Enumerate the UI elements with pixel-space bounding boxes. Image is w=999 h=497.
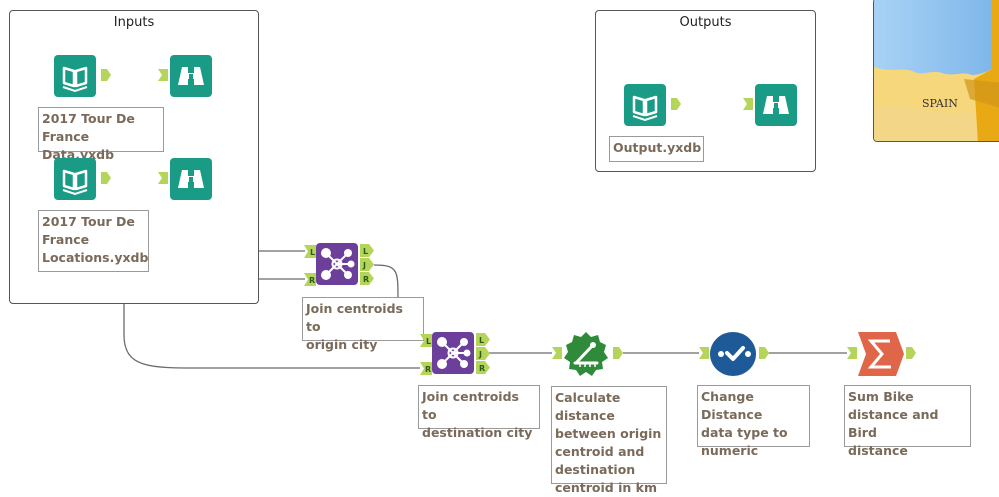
outputs-container-title: Outputs — [679, 15, 732, 30]
summarize-tool[interactable] — [858, 332, 904, 376]
input-anchor[interactable] — [158, 172, 168, 184]
join-tool-2[interactable] — [432, 332, 474, 374]
join-tool-1[interactable] — [316, 243, 358, 285]
output-anchor[interactable] — [759, 347, 769, 359]
input2-annotation[interactable]: 2017 Tour De France Locations.yxdb — [38, 210, 149, 272]
join2-annotation[interactable]: Join centroids to destination city — [418, 385, 540, 440]
input1-annotation[interactable]: 2017 Tour De France Data.yxdb — [38, 107, 164, 162]
input-anchor[interactable] — [847, 347, 857, 359]
join-right-input-anchor[interactable]: R — [304, 273, 316, 286]
svg-text:R: R — [309, 276, 315, 285]
inputs-container-title: Inputs — [113, 15, 155, 30]
browse-tool-2[interactable] — [170, 158, 212, 200]
output-anchor[interactable] — [101, 69, 111, 81]
map-thumbnail[interactable]: SPAIN — [873, 0, 999, 142]
join-left-output-anchor[interactable]: L — [476, 333, 490, 346]
select-annotation[interactable]: Change Distance data type to numeric — [697, 385, 810, 458]
distance-annotation[interactable]: Calculate distance between origin centro… — [551, 386, 667, 495]
binoculars-icon — [178, 170, 204, 188]
join-right-input-anchor[interactable]: R — [420, 362, 432, 375]
svg-text:L: L — [363, 247, 368, 256]
join-left-input-anchor[interactable]: L — [420, 334, 432, 347]
join-join-output-anchor[interactable]: J — [476, 347, 490, 360]
join-left-output-anchor[interactable]: L — [360, 244, 374, 257]
join-icon — [437, 337, 471, 369]
book-icon — [62, 66, 88, 93]
output-anchor[interactable] — [101, 172, 111, 184]
input-anchor[interactable] — [552, 347, 562, 359]
svg-text:L: L — [426, 337, 431, 346]
output-annotation[interactable]: Output.yxdb — [609, 136, 704, 162]
output-anchor[interactable] — [613, 347, 623, 359]
join-right-output-anchor[interactable]: R — [476, 361, 490, 374]
binoculars-icon — [178, 67, 204, 85]
svg-text:R: R — [425, 365, 431, 374]
map-label-spain: SPAIN — [922, 97, 958, 110]
output-anchor[interactable] — [671, 98, 681, 110]
select-tool[interactable] — [710, 332, 756, 376]
output-data-tool[interactable] — [624, 84, 666, 126]
input-anchor[interactable] — [158, 69, 168, 81]
browse-tool-1[interactable] — [170, 55, 212, 97]
join-icon — [321, 248, 355, 280]
map-image — [874, 0, 999, 141]
svg-text:L: L — [310, 248, 315, 257]
input-data-tool-1[interactable] — [54, 55, 96, 97]
select-check-icon — [718, 346, 751, 361]
join-join-output-anchor[interactable]: J — [360, 258, 374, 271]
input-data-tool-2[interactable] — [54, 158, 96, 200]
browse-tool-output[interactable] — [755, 84, 797, 126]
input-anchor[interactable] — [743, 98, 753, 110]
join-left-input-anchor[interactable]: L — [304, 245, 316, 258]
binoculars-icon — [763, 96, 789, 114]
join1-annotation[interactable]: Join centroids to origin city — [302, 297, 424, 352]
output-anchor[interactable] — [906, 347, 916, 359]
summarize-annotation[interactable]: Sum Bike distance and Bird distance — [844, 385, 971, 458]
ruler-distance-icon — [564, 332, 608, 376]
sigma-icon — [858, 332, 904, 376]
input-anchor[interactable] — [699, 347, 709, 359]
book-icon — [62, 169, 88, 196]
svg-text:J: J — [362, 261, 366, 270]
join-right-output-anchor[interactable]: R — [360, 272, 374, 285]
svg-text:J: J — [478, 350, 482, 359]
svg-text:R: R — [363, 275, 369, 284]
svg-text:L: L — [479, 336, 484, 345]
svg-text:R: R — [479, 364, 485, 373]
distance-tool[interactable] — [563, 331, 609, 377]
book-icon — [632, 95, 658, 122]
